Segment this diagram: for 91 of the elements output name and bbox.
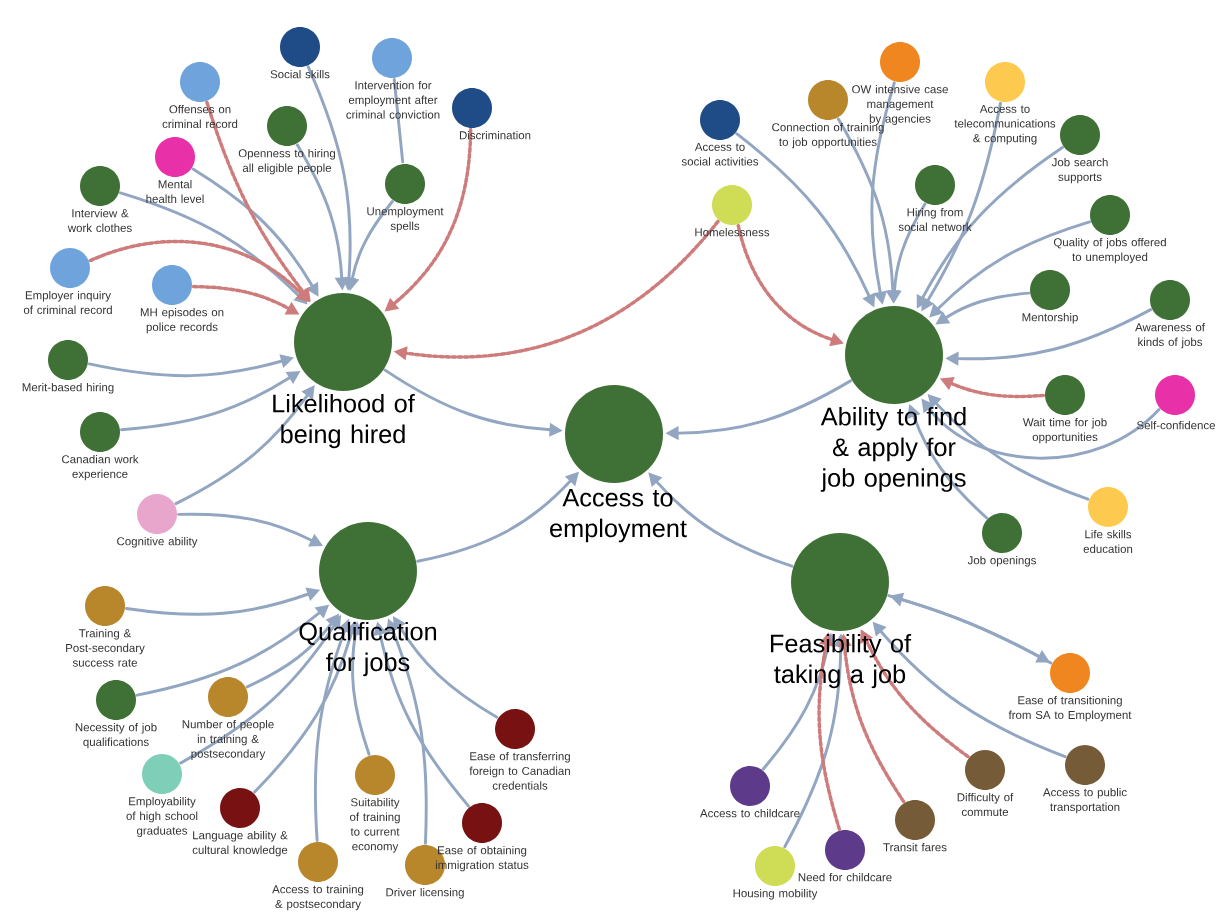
factor-label: Connection of training to job opportunities <box>772 122 884 149</box>
factor-circle <box>452 88 492 128</box>
factor-label: Driver licensing <box>386 887 464 899</box>
factor-circle <box>808 80 848 120</box>
factor-circle <box>152 265 192 305</box>
factor-circle <box>825 830 865 870</box>
factor-label: Self-confidence <box>1137 420 1215 430</box>
factor-label: Ease of transferring foreign to Canadian credentials <box>469 751 570 790</box>
factor-circle <box>48 340 88 380</box>
factor-circle <box>1150 280 1190 320</box>
factor-label: Mental health level <box>146 179 204 203</box>
factor-circle <box>1050 653 1090 693</box>
factor-label: Cognitive ability <box>117 536 198 548</box>
factor-circle <box>1090 195 1130 235</box>
factor-label: Hiring from social network <box>898 207 972 231</box>
factor-circle <box>385 164 425 204</box>
factor-label: Employer inquiry of criminal record <box>23 290 112 314</box>
factor-circle <box>85 586 125 626</box>
factor-label: Ease of transitioning from SA to Employment <box>1008 695 1132 722</box>
factor-label: Canadian work experience <box>62 454 139 481</box>
factor-circle <box>155 137 195 177</box>
factor-circle <box>730 766 770 806</box>
factor-label: Access to training & postsecondary <box>272 884 364 911</box>
factor-label: Interview & work clothes <box>67 208 132 232</box>
factor-label: Social skills <box>270 69 330 79</box>
factor-circle <box>982 513 1022 553</box>
factor-label: Awareness of kinds of jobs <box>1135 322 1205 349</box>
factor-label: Wait time for job opportunities <box>1022 417 1107 444</box>
outcome-label: Qualification for jobs <box>299 621 437 677</box>
factor-circle <box>80 412 120 452</box>
outcome-label: Likelihood of being hired <box>273 393 415 449</box>
factor-label: Suitability of training to current economy <box>350 797 400 853</box>
factor-circle <box>142 754 182 794</box>
factor-label: Intervention for employment after criminal conviction <box>346 80 440 119</box>
factor-circle <box>280 27 320 67</box>
factor-circle <box>915 165 955 205</box>
outcome-circle <box>319 522 417 620</box>
outcome-circle <box>845 306 943 404</box>
factor-label: Need for childcare <box>798 872 892 882</box>
factor-circle <box>50 248 90 288</box>
factor-circle <box>965 750 1005 790</box>
factor-circle <box>267 106 307 146</box>
factor-circle <box>985 62 1025 102</box>
outcome-circle <box>294 293 392 391</box>
factor-circle <box>1065 745 1105 785</box>
factor-label: Access to social activities <box>681 142 759 166</box>
factor-label: Mentorship <box>1022 312 1078 324</box>
factor-label: MH episodes on police records <box>140 307 224 334</box>
factor-circle <box>355 755 395 795</box>
outcome-label: Feasibility of taking a job <box>771 633 912 689</box>
factor-circle <box>700 100 740 140</box>
factor-circle <box>1045 375 1085 415</box>
factor-circle <box>208 677 248 717</box>
factor-label: Necessity of job qualifications <box>75 722 157 749</box>
factor-label: Job search supports <box>1051 157 1108 184</box>
factor-circle <box>495 709 535 749</box>
factor-circle <box>895 800 935 840</box>
factor-label: Transit fares <box>883 842 947 852</box>
factor-circle <box>1155 375 1195 415</box>
factor-label: Housing mobility <box>733 888 818 900</box>
factor-label: Job openings <box>967 555 1036 567</box>
outcome-circle <box>791 533 889 631</box>
factor-label: OW intensive case management by agencies <box>852 84 948 125</box>
factor-label: Openness to hiring all eligible people <box>238 148 335 175</box>
factor-label: Number of people in training & postsecondary <box>182 719 274 760</box>
outcome-label: Ability to find & apply for job openings <box>820 406 966 492</box>
factor-label: Merit-based hiring <box>22 382 114 394</box>
factor-circle <box>462 803 502 843</box>
factor-circle <box>180 62 220 102</box>
factor-label: Quality of jobs offered to unemployed <box>1053 237 1166 264</box>
factor-circle <box>755 846 795 886</box>
factor-label: Training & Post-secondary success rate <box>66 628 145 667</box>
factor-circle <box>298 842 338 882</box>
factor-label: Access to public transportation <box>1042 787 1127 814</box>
factor-circle <box>1030 270 1070 310</box>
factor-label: Unemployment spells <box>367 206 444 233</box>
factor-circle <box>220 788 260 828</box>
factor-circle <box>712 185 752 225</box>
factor-circle <box>880 42 920 82</box>
factor-circle <box>1060 115 1100 155</box>
factor-label: Access to telecommunications & computing <box>954 104 1056 145</box>
factor-circle <box>137 494 177 534</box>
factor-label: Difficulty of commute <box>957 792 1014 816</box>
factor-label: Life skills education <box>1083 529 1133 553</box>
outcome-circle <box>565 385 663 483</box>
factor-circle <box>80 166 120 206</box>
outcome-label: Access to employment <box>550 488 687 543</box>
factor-label: Access to childcare <box>700 808 800 818</box>
factor-circle <box>96 680 136 720</box>
factor-circle <box>372 38 412 78</box>
factor-circle <box>1088 487 1128 527</box>
